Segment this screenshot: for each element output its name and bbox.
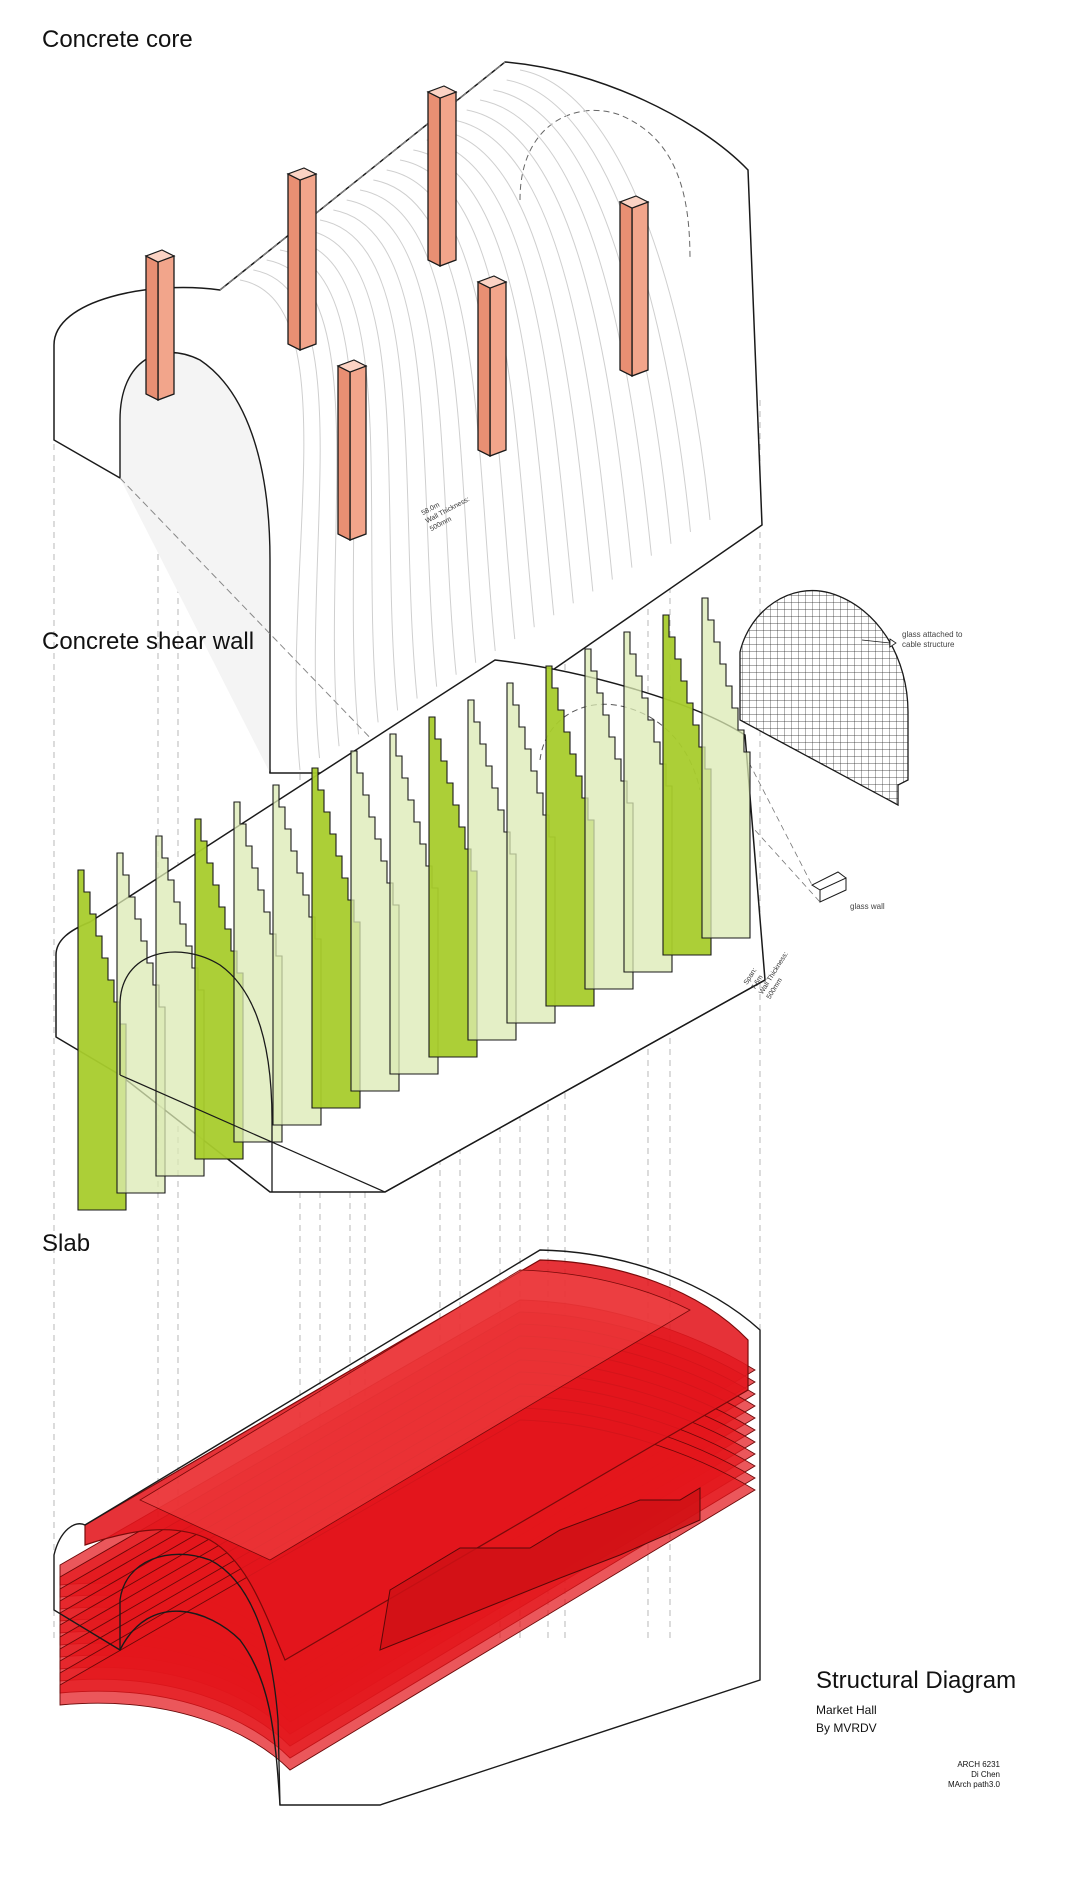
core-column-side: [337, 364, 351, 542]
program-name: MArch path3.0: [947, 1780, 1000, 1789]
shear-floor-line: [119, 1074, 386, 1193]
core-column-face: [631, 201, 649, 377]
slab-stair-edge: [379, 1487, 701, 1651]
core-rib-11: [373, 179, 496, 652]
shear-wall-fins: [77, 597, 751, 1211]
core-rib-10: [359, 189, 477, 663]
core-back-arch: [519, 109, 691, 261]
core-rib-19: [479, 99, 652, 556]
glass-cable-note-line-1: glass attached to: [902, 630, 963, 639]
concrete-shear-wall-volume: [55, 597, 766, 1211]
core-rib-7: [319, 219, 418, 699]
section-title-slab: Slab: [42, 1230, 91, 1257]
shear-wall-fin-17: [701, 597, 751, 939]
glass-cable-note: glass attached to cable structure: [902, 630, 962, 650]
course-code: ARCH 6231: [957, 1760, 1000, 1769]
core-column-face: [157, 255, 175, 401]
core-column-6: [618, 195, 650, 378]
core-column-side: [145, 254, 159, 402]
core-rib-17: [453, 119, 613, 580]
author-block: ARCH 6231 Di Chen MArch path3.0: [948, 1760, 1000, 1790]
glass-wall-dash-1: [739, 744, 813, 886]
core-column-side: [477, 280, 491, 458]
core-column-side: [619, 200, 633, 378]
core-rib-8: [333, 209, 438, 687]
core-column-4: [336, 359, 368, 542]
core-rib-18: [466, 109, 633, 568]
core-column-face: [349, 365, 367, 541]
glass-end-assembly: [734, 589, 909, 903]
core-rib-1: [239, 279, 305, 771]
core-rib-15: [426, 139, 574, 604]
slab-ridge-band: [139, 1269, 691, 1561]
shear-base-line: [384, 979, 766, 1193]
core-column-cap: [476, 275, 508, 289]
core-front-arch: [119, 351, 271, 773]
diagram-title: Structural Diagram: [816, 1667, 1017, 1694]
core-column-cap: [144, 249, 176, 263]
core-column-5: [476, 275, 508, 458]
core-rib-22: [519, 69, 711, 521]
core-column-cap: [336, 359, 368, 373]
glass-wall-block: [810, 871, 847, 903]
core-ridge-line: [219, 61, 506, 291]
core-column-cap: [618, 195, 650, 209]
project-name: Market Hall: [816, 1703, 877, 1717]
core-column-face: [299, 173, 317, 351]
slab-volume: [53, 1249, 761, 1806]
shear-front-arch: [119, 951, 273, 1192]
core-rib-6: [306, 229, 399, 711]
core-column-face: [489, 281, 507, 457]
core-column-cap: [286, 167, 318, 181]
core-column-1: [144, 249, 176, 402]
glass-cable-note-line-2: cable structure: [902, 640, 955, 649]
core-column-face: [439, 91, 457, 267]
concrete-core-columns: [144, 85, 650, 542]
core-rib-16: [439, 129, 594, 592]
core-floor-line: [119, 477, 405, 774]
core-rib-5: [293, 239, 379, 723]
architect-credit: By MVRDV: [816, 1721, 877, 1735]
core-column-3: [426, 85, 458, 268]
slab-front-arch: [119, 1553, 281, 1806]
core-column-2: [286, 167, 318, 352]
concrete-core-volume: [53, 61, 763, 774]
core-rib-20: [493, 89, 672, 544]
core-column-side: [427, 90, 441, 268]
section-title-core: Concrete core: [42, 26, 193, 53]
glass-cable-panel: [739, 589, 909, 807]
author-name: Di Chen: [971, 1770, 1000, 1779]
core-rib-9: [346, 199, 457, 675]
core-column-side: [287, 172, 301, 352]
glass-leader-line: [861, 639, 891, 644]
glass-wall-note: glass wall: [850, 902, 885, 911]
glass-leader-marker: [889, 638, 897, 648]
core-column-cap: [426, 85, 458, 99]
section-title-shear-wall: Concrete shear wall: [42, 628, 255, 655]
